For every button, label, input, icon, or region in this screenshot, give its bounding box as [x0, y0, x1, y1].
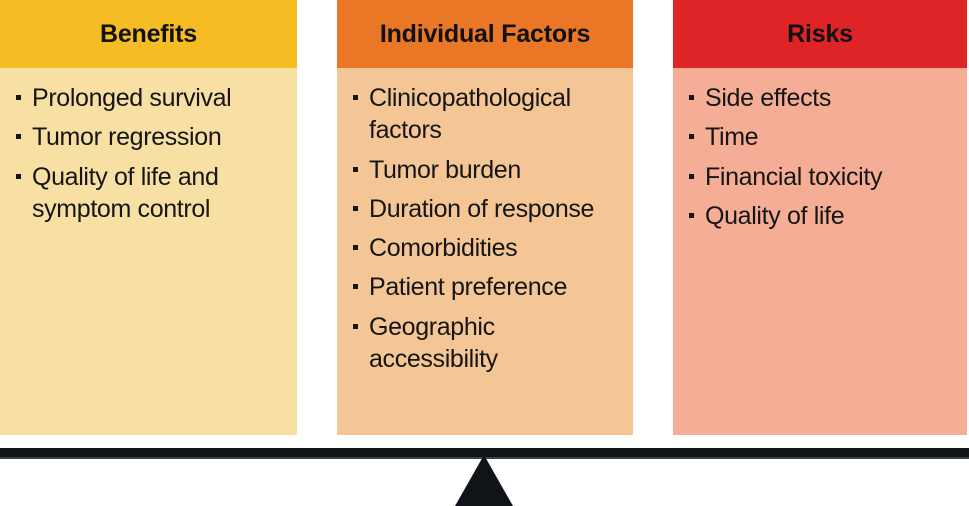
fulcrum-triangle-icon: [455, 455, 513, 506]
square-bullet-icon: [16, 173, 21, 179]
list-item: Side effects: [687, 82, 957, 114]
list-item: Patient preference: [351, 271, 623, 303]
square-bullet-icon: [353, 205, 358, 211]
list-item: Financial toxicity: [687, 161, 957, 193]
list-item-label: Quality of life and symptom control: [32, 162, 219, 223]
column-risks: Risks Side effects Time Financial toxici…: [673, 0, 967, 435]
list-item-label: Tumor burden: [369, 155, 521, 184]
square-bullet-icon: [16, 134, 21, 140]
square-bullet-icon: [689, 95, 694, 100]
column-benefits: Benefits Prolonged survival Tumor regres…: [0, 0, 297, 435]
list-item-label: Comorbidities: [369, 234, 518, 262]
column-individual-factors-list: Clinicopathological factors Tumor burden…: [351, 82, 623, 375]
column-risks-header: Risks: [673, 0, 967, 68]
list-item: Geographic accessibility: [351, 311, 623, 376]
list-item: Time: [687, 121, 957, 153]
column-risks-title: Risks: [787, 19, 853, 48]
column-benefits-body: Prolonged survival Tumor regression Qual…: [0, 68, 297, 435]
list-item-label: Clinicopathological factors: [369, 84, 571, 145]
square-bullet-icon: [353, 245, 358, 250]
list-item: Tumor regression: [14, 121, 287, 153]
column-individual-factors: Individual Factors Clinicopathological f…: [337, 0, 633, 435]
list-item: Quality of life: [687, 200, 957, 232]
square-bullet-icon: [689, 212, 694, 218]
square-bullet-icon: [689, 134, 694, 140]
list-item-label: Geographic accessibility: [369, 312, 498, 373]
list-item: Quality of life and symptom control: [14, 161, 287, 226]
list-item-label: Time: [705, 123, 759, 152]
list-item: Clinicopathological factors: [351, 82, 623, 147]
square-bullet-icon: [16, 95, 21, 100]
list-item-label: Tumor regression: [32, 123, 222, 152]
square-bullet-icon: [353, 284, 358, 290]
balance-beam: [0, 448, 969, 457]
list-item: Duration of response: [351, 193, 623, 225]
list-item-label: Financial toxicity: [705, 162, 883, 191]
list-item: Tumor burden: [351, 154, 623, 186]
column-benefits-header: Benefits: [0, 0, 297, 68]
square-bullet-icon: [353, 166, 358, 172]
square-bullet-icon: [353, 95, 358, 100]
column-individual-factors-title: Individual Factors: [379, 19, 591, 48]
square-bullet-icon: [689, 173, 694, 179]
column-benefits-title: Benefits: [99, 19, 198, 48]
column-risks-body: Side effects Time Financial toxicity Qua…: [673, 68, 967, 435]
list-item-label: Duration of response: [369, 194, 595, 223]
list-item: Comorbidities: [351, 232, 623, 264]
column-risks-list: Side effects Time Financial toxicity Qua…: [687, 82, 957, 232]
list-item-label: Side effects: [705, 84, 831, 112]
column-individual-factors-body: Clinicopathological factors Tumor burden…: [337, 68, 633, 435]
list-item-label: Quality of life: [705, 201, 845, 230]
list-item-label: Patient preference: [369, 273, 567, 302]
square-bullet-icon: [353, 323, 358, 329]
column-benefits-list: Prolonged survival Tumor regression Qual…: [14, 82, 287, 225]
column-individual-factors-header: Individual Factors: [337, 0, 633, 68]
list-item-label: Prolonged survival: [32, 84, 232, 112]
list-item: Prolonged survival: [14, 82, 287, 114]
